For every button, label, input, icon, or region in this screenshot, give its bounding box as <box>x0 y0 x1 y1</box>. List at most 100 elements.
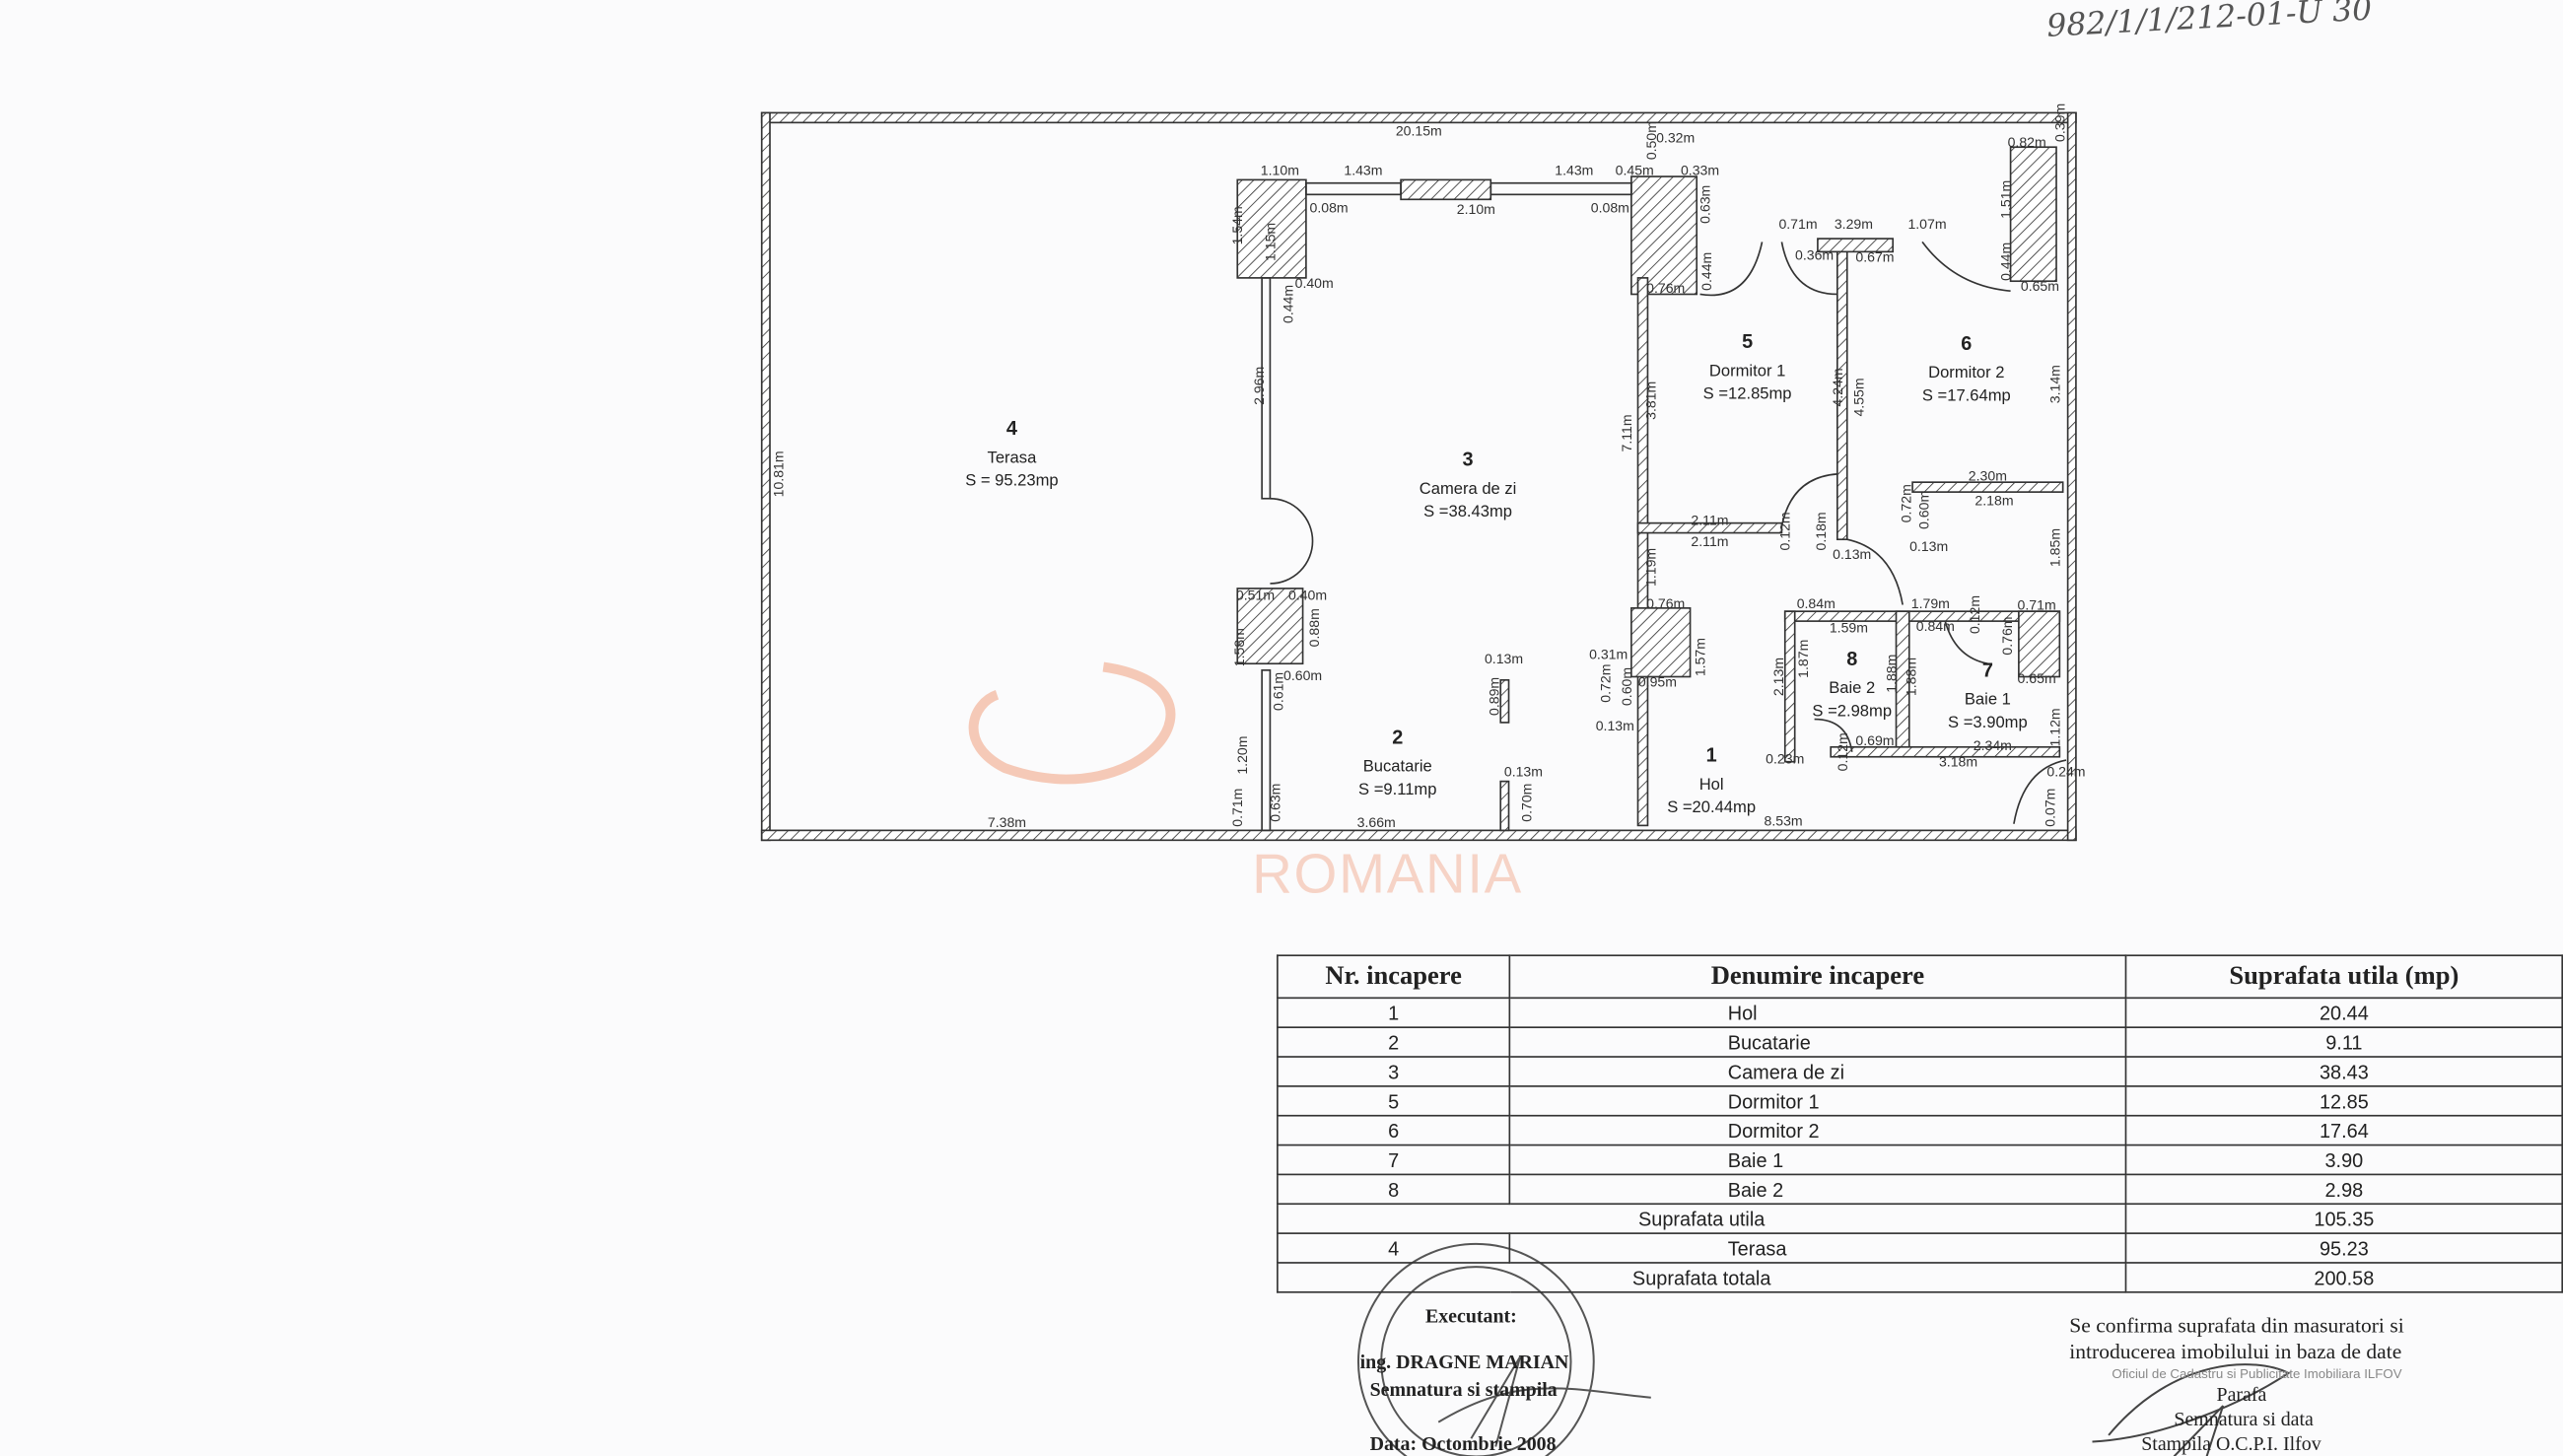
dimension-label: 0.40m <box>1295 275 1334 291</box>
dimension-label: 0.13m <box>1833 546 1871 562</box>
dimension-label: 0.72m <box>1898 484 1913 522</box>
dimension-label: 0.39m <box>2051 104 2067 142</box>
dimension-label: 1.54m <box>1229 206 1245 244</box>
room-name: Dormitor 2 <box>1928 363 2004 381</box>
dimension-label: 1.10m <box>1261 162 1299 177</box>
dimension-label: 0.65m <box>2018 670 2056 686</box>
cell-area: 12.85 <box>2124 1085 2563 1117</box>
dimension-label: 0.44m <box>1998 243 2014 281</box>
dimension-label: 0.89m <box>1487 677 1502 716</box>
room-name: Dormitor 1 <box>1709 361 1785 380</box>
room-area: S =17.64mp <box>1922 385 2011 404</box>
dimension-label: 1.43m <box>1344 162 1382 177</box>
dimension-label: 0.71m <box>1778 216 1817 232</box>
dimension-label: 0.60m <box>1916 491 1932 529</box>
confirm-stamp: Stampila O.C.P.I. Ilfov <box>2141 1431 2321 1455</box>
dimension-label: 0.13m <box>1909 538 1948 554</box>
dimension-label: 1.07m <box>1907 216 1946 232</box>
cell-name: Baie 1 <box>1508 1144 2127 1176</box>
dimension-label: 0.12m <box>1835 732 1850 771</box>
dimension-label: 0.18m <box>1813 512 1829 550</box>
room-area: S =9.11mp <box>1358 780 1436 798</box>
dimension-label: 1.43m <box>1555 162 1593 177</box>
dimension-label: 0.08m <box>1310 200 1349 216</box>
dimension-label: 0.95m <box>1638 673 1677 689</box>
dimension-label: 0.31m <box>1589 646 1628 661</box>
dimension-label: 2.18m <box>1974 492 2013 508</box>
dimension-label: 2.10m <box>1457 201 1495 217</box>
office-name: Oficiul de Cadastru si Publicitate Imobi… <box>2112 1366 2402 1382</box>
dimension-label: 7.11m <box>1619 414 1634 451</box>
dimension-label: 1.15m <box>1262 223 1278 261</box>
rooms-table: Nr. incapere Denumire incapere Suprafata… <box>1277 954 2563 1293</box>
room-nr: 7 <box>1982 659 1993 681</box>
dimension-label: 2.13m <box>1770 658 1786 696</box>
total-value: 200.58 <box>2124 1262 2563 1293</box>
room-nr: 6 <box>1961 333 1972 355</box>
dimension-label: 0.76m <box>1999 616 2015 655</box>
dimension-label: 0.45m <box>1616 162 1654 177</box>
dimension-label: 0.32m <box>1656 129 1695 145</box>
room-area: S =38.43mp <box>1423 502 1512 520</box>
room-name: Baie 1 <box>1965 690 2011 709</box>
cell-nr: 2 <box>1277 1026 1511 1058</box>
room-name: Baie 2 <box>1829 678 1875 697</box>
dimension-label: 0.51m <box>1236 588 1275 603</box>
cell-nr: 8 <box>1277 1173 1511 1206</box>
subtotal-value: 105.35 <box>2124 1203 2563 1234</box>
dimension-label: 0.76m <box>1646 280 1685 296</box>
dimension-label: 1.88m <box>1903 658 1918 696</box>
dimension-label: 0.40m <box>1288 588 1327 603</box>
room-nr: 2 <box>1392 727 1403 748</box>
dimension-label: 0.76m <box>1646 595 1685 611</box>
executant-date: Data: Octombrie 2008 <box>1369 1431 1557 1455</box>
dimension-label: 0.07m <box>2042 789 2057 827</box>
ocpi-signature <box>2092 1363 2291 1456</box>
dimension-label: 2.30m <box>1969 468 2007 484</box>
dimension-label: 0.44m <box>1281 285 1296 323</box>
dimension-label: 0.71m <box>1229 789 1245 827</box>
cell-nr: 1 <box>1277 997 1511 1029</box>
cell-nr: 6 <box>1277 1114 1511 1146</box>
dimension-label: 0.13m <box>1485 651 1523 666</box>
dimension-label: 0.67m <box>1855 248 1894 264</box>
cell-nr: 3 <box>1277 1056 1511 1087</box>
room-name: Terasa <box>988 448 1038 466</box>
cell-area: 38.43 <box>2124 1056 2563 1087</box>
dimension-label: 4.24m <box>1830 368 1845 406</box>
executant-title: Executant: <box>1424 1304 1517 1328</box>
dimension-label: 3.29m <box>1835 216 1873 232</box>
cell-nr: 4 <box>1277 1232 1511 1264</box>
dimension-label: 0.24m <box>2046 764 2085 780</box>
cell-name: Camera de zi <box>1508 1056 2127 1087</box>
cell-name: Bucatarie <box>1508 1026 2127 1058</box>
dimension-label: 2.34m <box>1974 737 2012 753</box>
dimension-label: 0.08m <box>1591 200 1629 216</box>
dimension-label: 0.63m <box>1697 185 1712 224</box>
room-area: S =20.44mp <box>1667 797 1756 816</box>
dimension-label: 4.55m <box>1850 378 1866 416</box>
dimension-label: 0.71m <box>2018 597 2056 613</box>
dimension-label: 0.61m <box>1271 672 1286 711</box>
dimension-label: 0.82m <box>2008 134 2046 150</box>
cell-name: Terasa <box>1508 1232 2127 1264</box>
room-area: S =3.90mp <box>1948 713 2028 731</box>
dimension-label: 1.79m <box>1911 595 1950 611</box>
col-header-nr: Nr. incapere <box>1277 954 1511 1000</box>
dimension-label: 0.50m <box>1643 121 1659 160</box>
watermark-text: ROMANIA <box>1252 843 1523 906</box>
dimension-label: 0.63m <box>1267 784 1282 822</box>
dimension-label: 0.36m <box>1795 247 1834 263</box>
cell-area: 3.90 <box>2124 1144 2563 1176</box>
cell-area: 2.98 <box>2124 1173 2563 1206</box>
room-area: S =12.85mp <box>1703 384 1792 403</box>
dimension-label: 1.19m <box>1643 548 1659 587</box>
confirm-line2: introducerea imobilului in baza de date <box>2069 1339 2402 1363</box>
dimension-label: 0.70m <box>1519 784 1535 822</box>
